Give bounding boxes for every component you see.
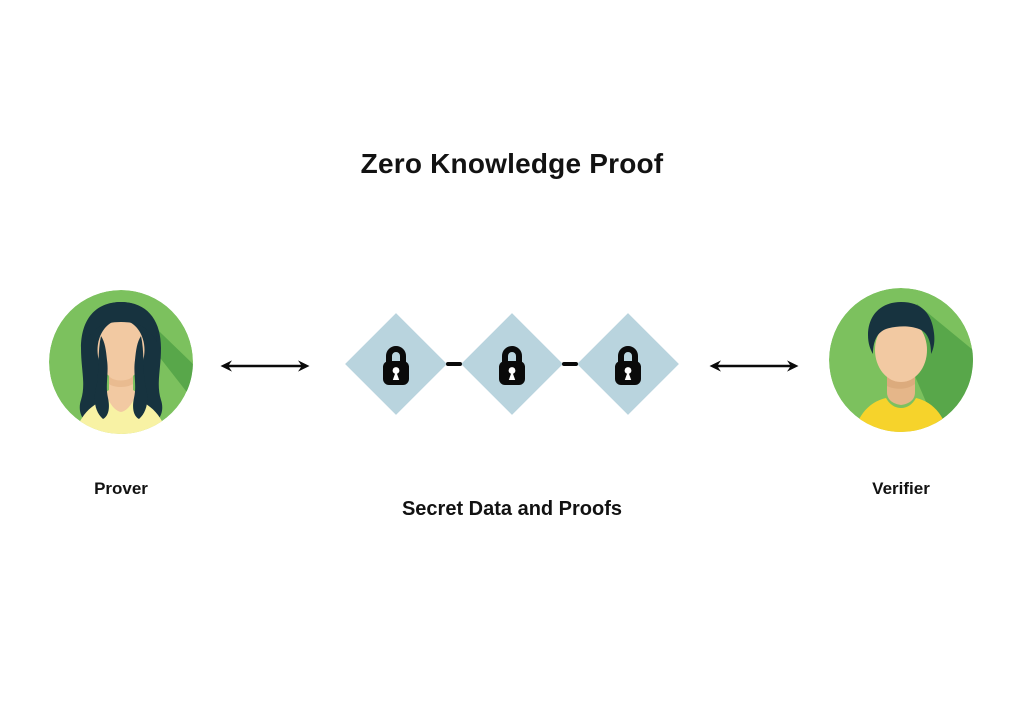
prover-avatar <box>49 290 193 434</box>
verifier-avatar <box>829 288 973 432</box>
verifier-label: Verifier <box>872 479 930 498</box>
padlock-icon <box>499 346 525 385</box>
double-arrow-icon <box>709 360 799 372</box>
padlock-icon <box>383 346 409 385</box>
padlock-icon <box>615 346 641 385</box>
double-arrow-icon <box>220 360 310 372</box>
prover-label: Prover <box>94 479 148 498</box>
link-dash <box>446 362 462 366</box>
link-dash <box>562 362 578 366</box>
man-avatar-icon <box>829 288 973 432</box>
channel-caption: Secret Data and Proofs <box>401 498 623 520</box>
diagram-title: Zero Knowledge Proof <box>360 148 664 179</box>
woman-avatar-icon <box>49 290 193 434</box>
